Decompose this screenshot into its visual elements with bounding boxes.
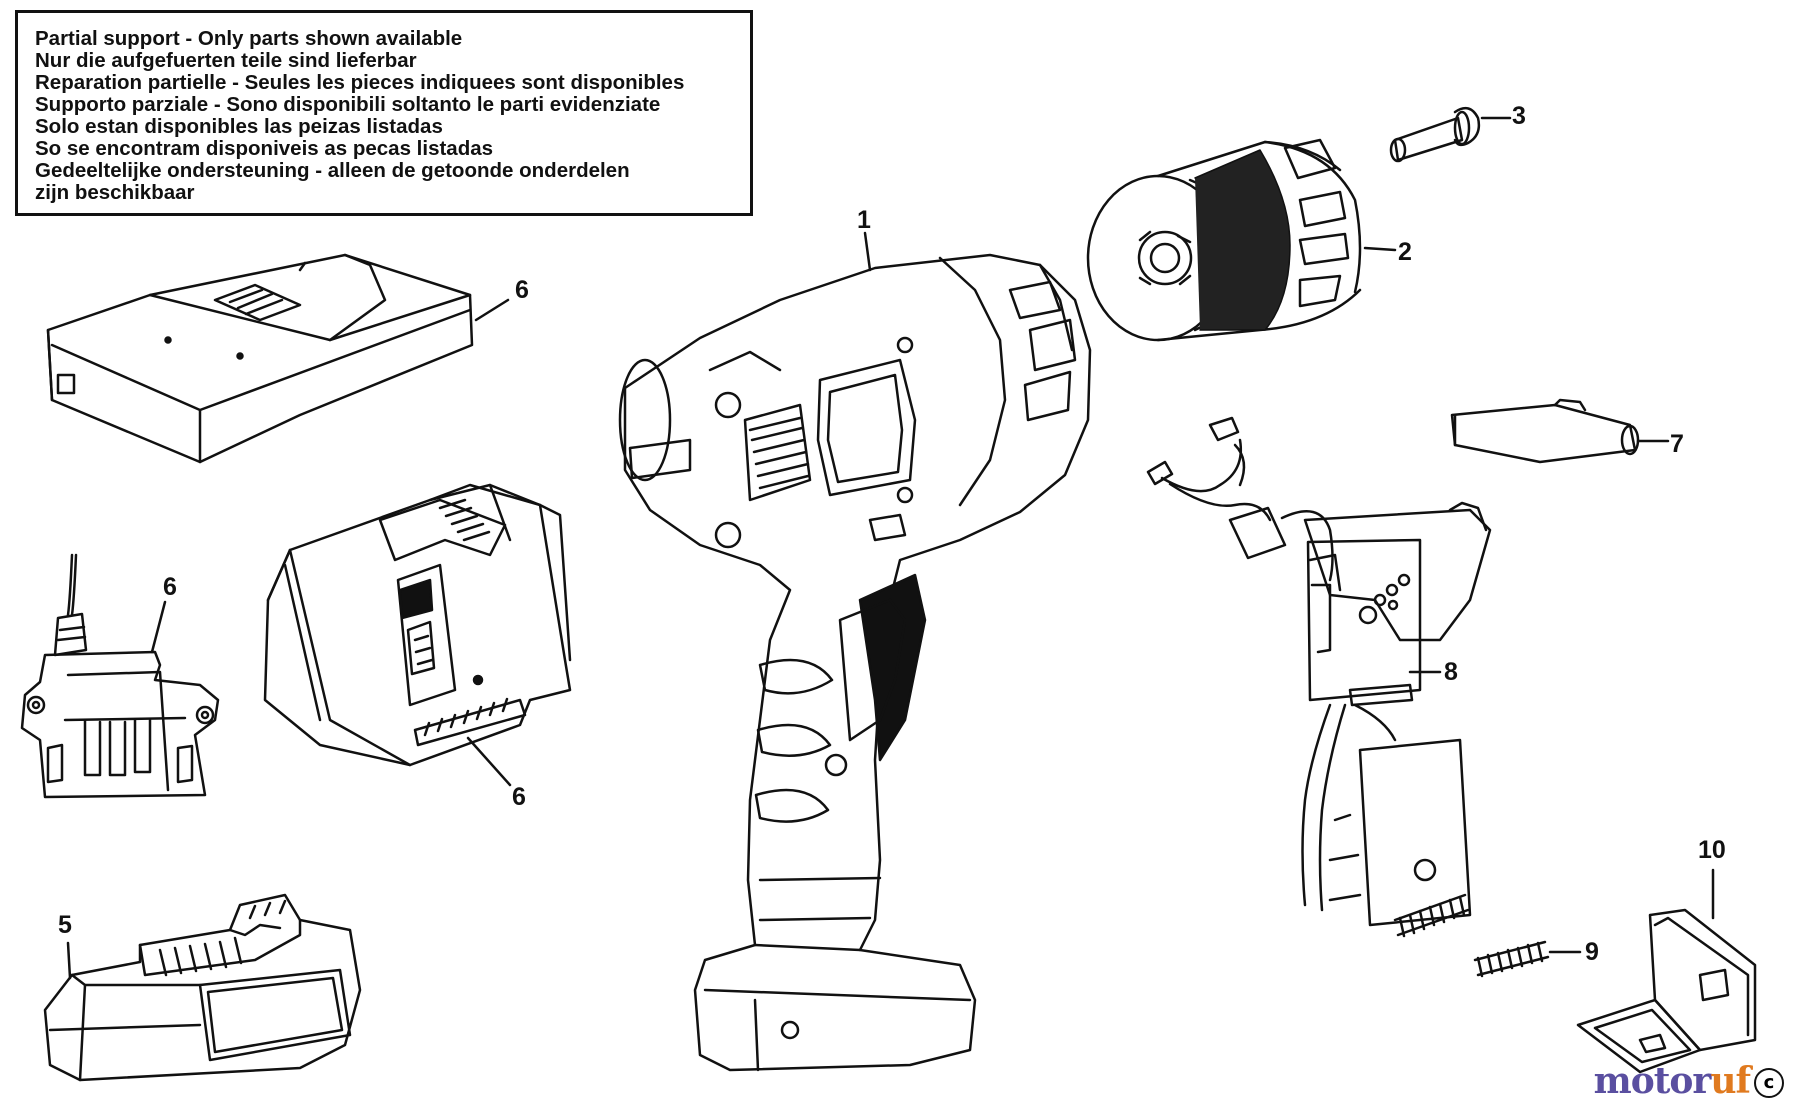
availability-notice-box: Partial support - Only parts shown avail… bbox=[15, 10, 753, 216]
notice-line: Partial support - Only parts shown avail… bbox=[35, 27, 463, 50]
cover-box-part bbox=[1578, 910, 1755, 1072]
notice-line: Supporto parziale - Sono disponibili sol… bbox=[35, 93, 661, 116]
callout-2: 2 bbox=[1398, 238, 1412, 266]
leader-line-5 bbox=[68, 943, 70, 978]
watermark-part-2: uf bbox=[1710, 1060, 1751, 1102]
callout-5: 5 bbox=[58, 911, 72, 939]
leader-line-6a bbox=[476, 300, 508, 320]
screw-part bbox=[1391, 108, 1479, 161]
notice-line: Reparation partielle - Seules les pieces… bbox=[35, 71, 685, 94]
callout-6b: 6 bbox=[163, 573, 177, 601]
callout-6c: 6 bbox=[512, 783, 526, 811]
callout-9: 9 bbox=[1585, 938, 1599, 966]
callout-6a: 6 bbox=[515, 276, 529, 304]
leader-line-6b bbox=[152, 602, 165, 652]
notice-line: Nur die aufgefuerten teile sind lieferba… bbox=[35, 49, 417, 72]
charger-adapter-part bbox=[22, 555, 218, 797]
notice-line: Solo estan disponibles las peizas listad… bbox=[35, 115, 443, 138]
notice-line: So se encontram disponiveis as pecas lis… bbox=[35, 137, 494, 160]
contact-cylinder-part bbox=[1452, 400, 1638, 462]
motoruf-watermark-logo: motoruf bbox=[1593, 1060, 1751, 1102]
callout-10: 10 bbox=[1698, 836, 1726, 864]
copyright-symbol: c bbox=[1754, 1068, 1784, 1098]
switch-wiring-part bbox=[1148, 418, 1490, 925]
leader-line-1 bbox=[865, 233, 870, 270]
notice-line: zijn beschikbaar bbox=[35, 181, 195, 204]
notice-line: Gedeeltelijke ondersteuning - alleen de … bbox=[35, 159, 630, 182]
callout-7: 7 bbox=[1670, 430, 1684, 458]
keyless-chuck-part bbox=[1088, 140, 1360, 340]
leader-line-6c bbox=[468, 738, 510, 785]
drill-body-part bbox=[620, 255, 1090, 1070]
callout-3: 3 bbox=[1512, 102, 1526, 130]
charging-station-part bbox=[265, 485, 570, 765]
leader-line-2 bbox=[1365, 248, 1395, 250]
watermark-part-1: motor bbox=[1593, 1060, 1712, 1102]
battery-pack-part bbox=[45, 895, 360, 1080]
charger-base-part bbox=[48, 255, 472, 462]
callout-1: 1 bbox=[857, 206, 871, 234]
callout-8: 8 bbox=[1444, 658, 1458, 686]
springs-part bbox=[1395, 895, 1548, 976]
